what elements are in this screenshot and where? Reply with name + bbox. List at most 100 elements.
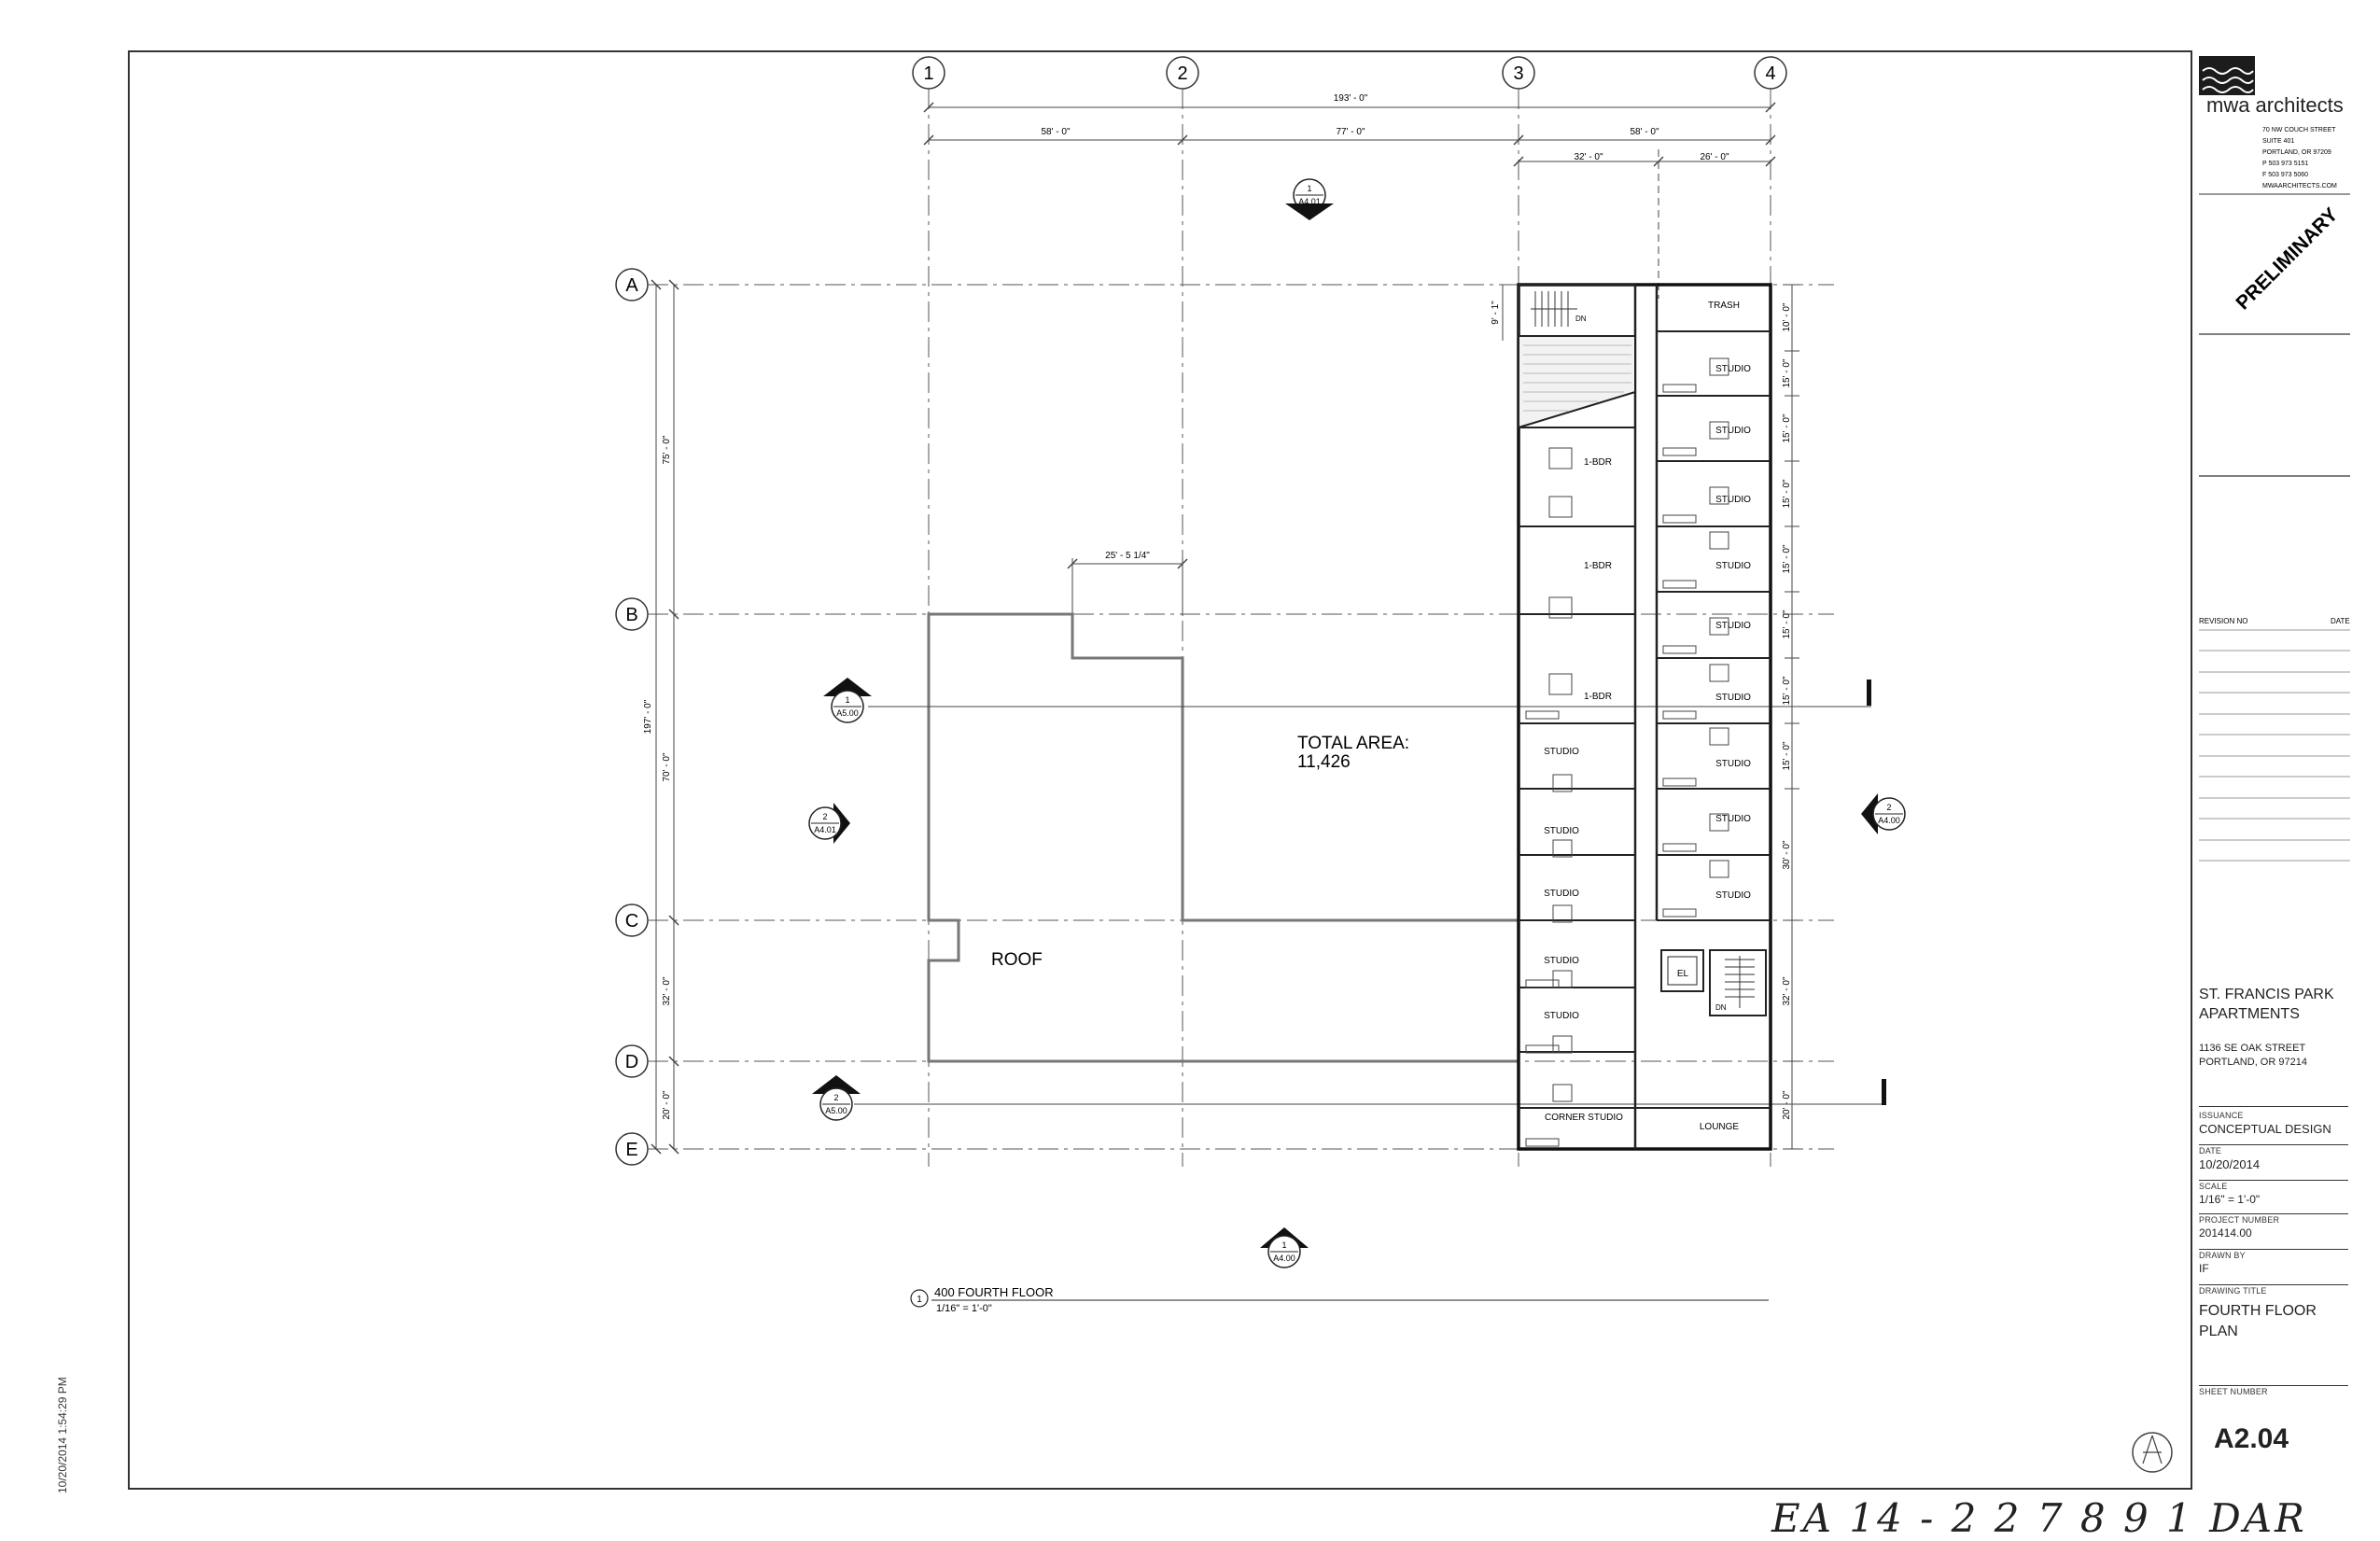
- roof-outline: [927, 612, 1520, 1063]
- section-bottom-sheet: A4.00: [1273, 1254, 1295, 1263]
- scale-label: SCALE: [2199, 1182, 2228, 1191]
- plot-datestamp: 10/20/2014 1:54:29 PM: [56, 1377, 69, 1493]
- dim-left-de: 20' - 0": [662, 1090, 672, 1119]
- sheet-number-value: A2.04: [2214, 1423, 2289, 1454]
- section-top-num: 1: [1307, 184, 1311, 193]
- dim-right-unit-7: 15' - 0": [1782, 741, 1792, 770]
- dim-right-32: 32' - 0": [1782, 976, 1792, 1005]
- room-trash: TRASH: [1708, 301, 1740, 311]
- room-elevator: EL: [1677, 969, 1689, 979]
- dim-bay-1-2: 58' - 0": [1041, 127, 1070, 137]
- drawn-by-label: DRAWN BY: [2199, 1251, 2246, 1260]
- scale-value: 1/16" = 1'-0": [2199, 1193, 2261, 1206]
- tb-rule-5: [2199, 1180, 2348, 1181]
- grid-row-c: C: [625, 911, 638, 932]
- room-studio-l1: STUDIO: [1544, 747, 1579, 757]
- section-right-sheet: A4.00: [1878, 816, 1900, 825]
- firm-address-4: P 503 973 5151: [2262, 161, 2308, 167]
- issuance-label: ISSUANCE: [2199, 1111, 2244, 1120]
- tb-rule-6: [2199, 1213, 2348, 1214]
- dim-bay-2-3: 77' - 0": [1336, 127, 1365, 137]
- dim-left-ab: 75' - 0": [662, 435, 672, 464]
- section-marker-top: 1 A4.01: [1285, 178, 1334, 220]
- room-studio-r2: STUDIO: [1715, 426, 1751, 436]
- date-field-label: DATE: [2199, 1146, 2222, 1156]
- drawn-by-block: DRAWN BY IF: [2199, 1251, 2363, 1275]
- dim-stair-small: 9' - 1": [1491, 301, 1501, 325]
- firm-address-6: MWAARCHITECTS.COM: [2262, 183, 2337, 189]
- dim-right-unit-3: 15' - 0": [1782, 479, 1792, 508]
- firm-address-1: 70 NW COUCH STREET: [2262, 127, 2336, 133]
- caption-title: 400 FOURTH FLOOR: [934, 1285, 1054, 1299]
- date-value: 10/20/2014: [2199, 1157, 2261, 1171]
- dim-right-30: 30' - 0": [1782, 840, 1792, 869]
- left-dimensions: [651, 279, 679, 1155]
- section-left1-num: 1: [845, 695, 849, 705]
- section-marker-left-3: 2 A5.00: [812, 1075, 861, 1121]
- tb-rule-9: [2199, 1385, 2348, 1386]
- dim-right-unit-1: 15' - 0": [1782, 358, 1792, 387]
- caption-num: 1: [917, 1295, 922, 1305]
- notch-dimension: [1067, 558, 1188, 616]
- grid-col-1: 1: [923, 63, 933, 84]
- dim-sub-left: 32' - 0": [1574, 152, 1603, 162]
- room-studio-r8: STUDIO: [1715, 814, 1751, 824]
- grid-col-4: 4: [1765, 63, 1775, 84]
- issuance-value: CONCEPTUAL DESIGN: [2199, 1122, 2331, 1136]
- section-marker-right: 2 A4.00: [1861, 793, 1906, 834]
- project-number-block: PROJECT NUMBER 201414.00: [2199, 1215, 2363, 1240]
- stair-dn-1: DN: [1575, 315, 1587, 323]
- section-left2-num: 2: [822, 812, 827, 821]
- project-number-label: PROJECT NUMBER: [2199, 1215, 2280, 1225]
- firm-address-3: PORTLAND, OR 97209: [2262, 149, 2331, 156]
- tb-rule-7: [2199, 1249, 2348, 1250]
- scale-block: SCALE 1/16" = 1'-0": [2199, 1182, 2363, 1206]
- firm-name: mwa architects: [2206, 93, 2344, 117]
- dim-notch: 25' - 5 1/4": [1105, 551, 1150, 561]
- room-studio-r5: STUDIO: [1715, 621, 1751, 631]
- grid-row-a: A: [625, 275, 638, 296]
- building-wing: [1517, 283, 1772, 1151]
- dim-overall-width: 193' - 0": [1334, 93, 1368, 104]
- room-studio-l2: STUDIO: [1544, 826, 1579, 836]
- stair-dn-2: DN: [1715, 1003, 1727, 1012]
- room-studio-r9: STUDIO: [1715, 890, 1751, 901]
- dim-right-a: 10' - 0": [1782, 302, 1792, 331]
- tb-rule-4: [2199, 1144, 2348, 1145]
- roof-label: ROOF: [991, 950, 1043, 970]
- section-bottom-num: 1: [1281, 1240, 1286, 1250]
- room-1bdr-1: 1-BDR: [1584, 457, 1612, 468]
- tb-rule-8: [2199, 1284, 2348, 1285]
- project-address-2: PORTLAND, OR 97214: [2199, 1057, 2307, 1068]
- project-address-1: 1136 SE OAK STREET: [2199, 1043, 2306, 1054]
- grid-row-b: B: [625, 605, 637, 625]
- section-right-num: 2: [1886, 803, 1891, 812]
- firm-address-2: SUITE 401: [2262, 138, 2294, 145]
- dim-right-unit-6: 15' - 0": [1782, 676, 1792, 705]
- section-left2-sheet: A4.01: [814, 825, 836, 834]
- room-studio-l3: STUDIO: [1544, 889, 1579, 899]
- sheet-number-label: SHEET NUMBER: [2199, 1387, 2268, 1396]
- caption-scale: 1/16" = 1'-0": [936, 1303, 992, 1314]
- revision-no-label: REVISION NO: [2199, 617, 2247, 625]
- section-marker-left-2: 2 A4.01: [808, 803, 850, 844]
- project-name: ST. FRANCIS PARK APARTMENTS: [2199, 985, 2348, 1024]
- section-left3-sheet: A5.00: [825, 1106, 847, 1115]
- room-studio-r4: STUDIO: [1715, 561, 1751, 571]
- sheet-border: [128, 50, 2192, 1490]
- grid-col-3: 3: [1513, 63, 1523, 84]
- room-studio-r3: STUDIO: [1715, 495, 1751, 505]
- top-dimensions: [923, 102, 1776, 299]
- firm-address-5: F 503 973 5060: [2262, 172, 2308, 178]
- grid-columns: 1 2 3 4: [912, 56, 1787, 1167]
- drawing-caption: 1 400 FOURTH FLOOR 1/16" = 1'-0": [910, 1285, 1769, 1314]
- room-1bdr-2: 1-BDR: [1584, 561, 1612, 571]
- room-studio-r1: STUDIO: [1715, 364, 1751, 374]
- issuance-block: ISSUANCE CONCEPTUAL DESIGN: [2199, 1111, 2363, 1136]
- drawing-title-label: DRAWING TITLE: [2199, 1286, 2267, 1296]
- drawn-by-value: IF: [2199, 1262, 2209, 1275]
- grid-row-e: E: [625, 1140, 637, 1160]
- drawing-title-value: FOURTH FLOOR PLAN: [2199, 1303, 2317, 1339]
- room-studio-l4: STUDIO: [1544, 956, 1579, 966]
- section-marker-bottom: 1 A4.00: [1260, 1227, 1309, 1268]
